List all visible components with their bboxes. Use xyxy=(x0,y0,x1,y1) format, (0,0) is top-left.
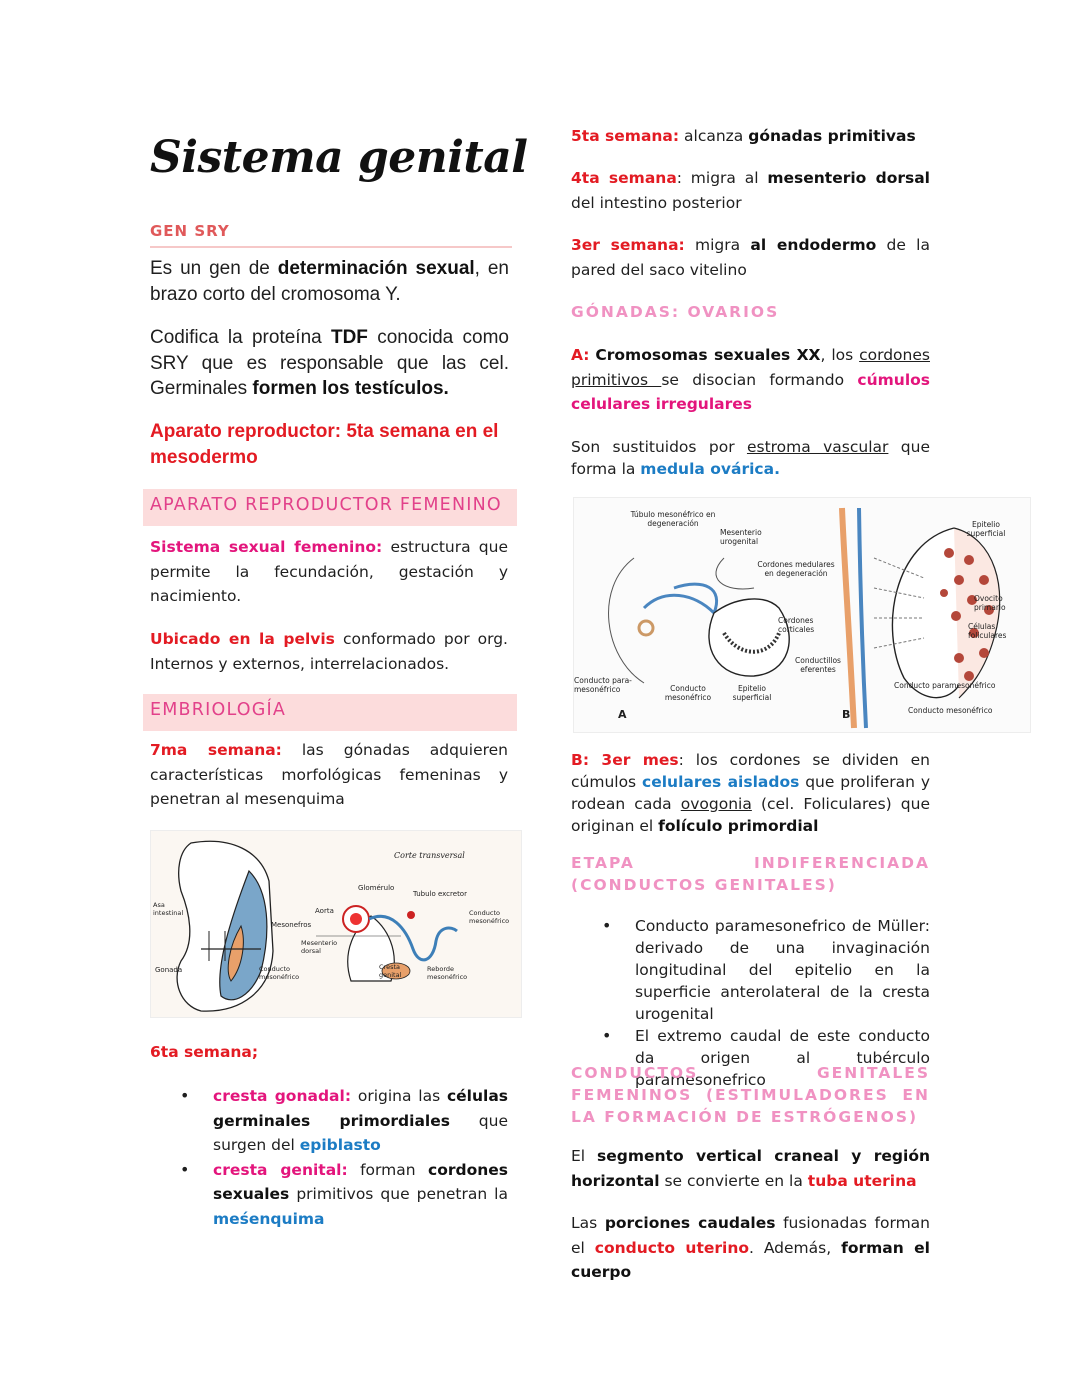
list-item: •Conducto paramesonefrico de Müller: der… xyxy=(602,916,930,1023)
fig2-label-conducto-meso: Conducto mesonéfrico xyxy=(664,684,712,702)
quinta-semana-paragraph: 5ta semana: alcanza gónadas primitivas xyxy=(571,127,916,145)
fig1-label-glomerulo: Glomérulo xyxy=(358,884,395,892)
fig2-label-mesenterio: Mesenterio urogenital xyxy=(720,528,762,546)
cuarta-semana-paragraph: 4ta semana: migra al mesenterio dorsal d… xyxy=(571,169,930,212)
fig2-label-cordones-med: Cordones medulares en degeneración xyxy=(757,560,835,578)
etapa-list: •Conducto paramesonefrico de Müller: der… xyxy=(602,915,930,1091)
fig1-label-tubulo: Tubulo excretor xyxy=(413,890,467,898)
ovary-development-drawing xyxy=(574,498,1030,732)
fig2-label-epitelio-right: Epitelio superficial xyxy=(966,520,1006,538)
list-item: •cresta genital: forman cordones sexuale… xyxy=(180,1159,508,1228)
fig2-label-epitelio-sup: Epitelio superficial xyxy=(732,684,772,702)
fig1-label-aorta: Aorta xyxy=(315,907,334,915)
section-bar-embriologia: EMBRIOLOGÍA xyxy=(143,694,517,731)
bullet-icon: • xyxy=(180,1086,190,1105)
fig2-label-cm: Conducto mesonéfrico xyxy=(908,706,993,715)
porciones-caudales-paragraph: Las porciones caudales fusionadas forman… xyxy=(571,1214,931,1281)
page-title: Sistema genital xyxy=(150,132,528,183)
fig1-label-conducto-meso: Conducto mesonéfrico xyxy=(259,965,300,981)
ubicado-paragraph: Ubicado en la pelvis conformado por org.… xyxy=(150,630,508,673)
fig2-label-conductillos: Conductillos eferentes xyxy=(795,656,841,674)
gen-sry-heading: GEN SRY xyxy=(150,222,512,248)
etapa-indiferenciada-heading: ETAPA INDIFERENCIADA (CONDUCTOS GENITALE… xyxy=(571,854,930,894)
septima-semana-paragraph: 7ma semana: las gónadas adquieren caract… xyxy=(150,741,508,808)
gen-sry-paragraph-1: Es un gen de determinación sexual, en br… xyxy=(150,258,509,305)
gonadas-ovarios-heading: GÓNADAS: OVARIOS xyxy=(571,303,780,321)
embryo-cross-section-figure: Corte transversal Glomérulo Tubulo excre… xyxy=(150,830,522,1018)
fig2-label-a: A xyxy=(618,708,627,721)
cromosomas-paragraph: A: Cromosomas sexuales XX, los cordones … xyxy=(571,346,931,413)
gen-sry-paragraph-2: Codifica la proteína TDF conocida como S… xyxy=(150,327,509,399)
aparato-reproductor-note: Aparato reproductor: 5ta semana en el me… xyxy=(150,421,499,468)
fig2-label-ovocito: Ovocito primario xyxy=(974,594,1006,612)
fig2-label-conducto-para: Conducto para-mesonéfrico xyxy=(574,676,632,694)
section-bar-femenino: APARATO REPRODUCTOR FEMENINO xyxy=(143,489,517,526)
fig1-label-gonada: Gonada xyxy=(155,966,183,974)
fig2-label-b: B xyxy=(842,708,851,721)
fig2-label-tubulo: Túbulo mesonéfrico en degeneración xyxy=(630,510,716,528)
fig2-label-cordones-cort: Cordones corticales xyxy=(778,616,815,634)
list-item: •cresta gonadal: origina las células ger… xyxy=(180,1086,509,1154)
fig1-label-mesenterio: Mesenterio dorsal xyxy=(301,939,338,955)
fig2-label-cp: Conducto paramesonéfrico xyxy=(894,681,996,690)
bullet-icon: • xyxy=(602,1026,612,1045)
sistema-sexual-paragraph: Sistema sexual femenino: estructura que … xyxy=(150,538,509,605)
fig1-label-mesonefros: Mesonefros xyxy=(271,921,312,929)
sexta-semana-list: •cresta gonadal: origina las células ger… xyxy=(180,1084,509,1231)
embryo-cross-section-drawing xyxy=(151,831,521,1017)
fig1-label-corte: Corte transversal xyxy=(394,851,465,860)
fig2-label-celulas: Células foliculares xyxy=(968,622,1007,640)
fig1-label-reborde: Reborde mesonéfrico xyxy=(427,965,468,981)
tercer-mes-paragraph: B: 3er mes: los cordones se dividen en c… xyxy=(571,751,931,835)
fig1-label-asa: Asa intestinal xyxy=(153,901,184,917)
ovary-development-figure: Túbulo mesonéfrico en degeneración Mesen… xyxy=(573,497,1031,733)
estroma-paragraph: Son sustituidos por estroma vascular que… xyxy=(571,438,930,478)
segmento-vertical-paragraph: El segmento vertical craneal y región ho… xyxy=(571,1147,930,1190)
conductos-genitales-heading: CONDUCTOS GENITALES FEMENINOS (ESTIMULAD… xyxy=(571,1064,930,1126)
bullet-icon: • xyxy=(180,1159,190,1179)
sexta-semana-heading: 6ta semana; xyxy=(150,1043,259,1061)
bullet-icon: • xyxy=(602,916,612,935)
list-item: •El extremo caudal de este conducto da o… xyxy=(602,1026,930,1089)
tercera-semana-paragraph: 3er semana: migra al endodermo de la par… xyxy=(571,236,930,279)
fig1-label-conducto-meso-right: Conducto mesonéfrico xyxy=(469,909,510,925)
fig1-label-cresta: Cresta genital xyxy=(379,963,402,979)
